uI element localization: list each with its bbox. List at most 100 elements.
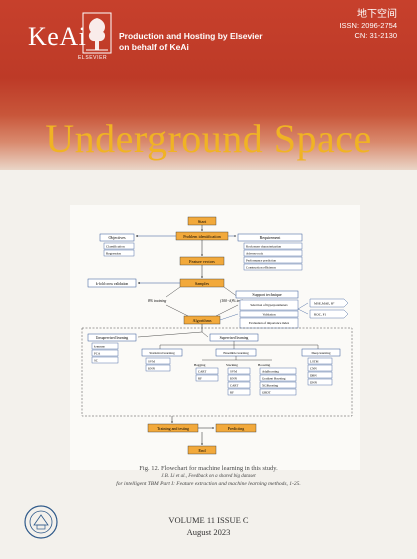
svg-text:KNN: KNN	[148, 367, 156, 371]
deep-item-1	[307, 364, 333, 372]
objectives-item-regression	[103, 249, 135, 257]
deep-item-3	[307, 378, 333, 386]
svg-text:RF: RF	[230, 391, 234, 395]
bagging-label: Bagging	[194, 363, 206, 367]
volume-info: VOLUME 11 ISSUE C August 2023	[0, 514, 417, 538]
svg-text:DBN: DBN	[310, 374, 317, 378]
deep-header	[301, 348, 341, 357]
svg-text:Objectives: Objectives	[108, 235, 126, 240]
svg-text:Classification: Classification	[106, 245, 125, 249]
svg-text:Deep learning: Deep learning	[311, 351, 330, 355]
issn-block: 地下空间 ISSN: 2096-2754 CN: 31-2130	[339, 8, 397, 41]
svg-text:k-means: k-means	[94, 345, 106, 349]
svg-text:Problem identification: Problem identification	[183, 234, 221, 239]
bagging-item-1	[195, 374, 219, 382]
svg-text:k-fold cross validation: k-fold cross validation	[96, 282, 129, 286]
svg-text:Training and testing: Training and testing	[157, 426, 189, 431]
publisher-statement: Production and Hosting by Elsevier on be…	[119, 31, 263, 52]
svg-text:Adverse rock: Adverse rock	[246, 252, 263, 256]
requirement-item-1	[243, 249, 303, 257]
objectives-item-classification	[103, 242, 135, 250]
stacking-label: Stacking	[226, 363, 238, 367]
title-band	[0, 78, 417, 170]
svg-text:Regression: Regression	[106, 252, 121, 256]
stat-item-1	[145, 364, 171, 372]
svg-text:CNN: CNN	[310, 367, 317, 371]
requirement-item-3	[243, 263, 303, 271]
svg-text:SVM: SVM	[148, 360, 155, 364]
svg-text:Construction efficiency: Construction efficiency	[246, 266, 276, 270]
figure-caption: Fig. 12. Flowchart for machine learning …	[0, 464, 417, 488]
deep-item-2	[307, 371, 333, 379]
flowchart-figure: Start Problem identification Objectives …	[70, 205, 360, 470]
svg-text:Gradient Boosting: Gradient Boosting	[262, 377, 286, 381]
svg-text:Samples: Samples	[195, 281, 210, 286]
svg-text:Evaluation of importance index: Evaluation of importance index	[249, 321, 290, 325]
svg-text:Selection of hyperparameters: Selection of hyperparameters	[250, 303, 288, 307]
svg-text:KNN: KNN	[230, 377, 238, 381]
svg-text:PCA: PCA	[94, 352, 101, 356]
date-line: August 2023	[186, 527, 231, 537]
svg-text:Rock mass characterization: Rock mass characterization	[246, 245, 281, 249]
support-item-0	[239, 299, 299, 311]
svg-text:Support technique: Support technique	[252, 292, 281, 297]
svg-text:Validation: Validation	[262, 313, 276, 317]
boosting-label: Boosting	[258, 363, 271, 367]
support-technique-header	[235, 290, 299, 299]
boosting-item-2	[259, 381, 297, 389]
unsupervised-header	[87, 333, 137, 342]
algorithms-container	[81, 327, 353, 417]
svg-text:ROC, F1: ROC, F1	[314, 313, 327, 318]
svg-text:GBDT: GBDT	[262, 391, 271, 395]
svg-text:AdaBoosting: AdaBoosting	[262, 370, 279, 374]
metrics-box-2	[309, 309, 349, 319]
caption-line-2: J.B. Li et al., Feedback on a shared big…	[161, 474, 256, 479]
svg-text:DNN: DNN	[310, 381, 318, 385]
svg-text:Algorithms: Algorithms	[192, 318, 211, 323]
svg-text:Performance prediction: Performance prediction	[246, 259, 276, 263]
stat-item-0	[145, 357, 171, 365]
issn: ISSN: 2096-2754	[339, 21, 397, 30]
svg-text:Feature vectors: Feature vectors	[189, 259, 215, 264]
svg-text:Ensemble learning: Ensemble learning	[223, 351, 249, 355]
svg-text:Predicting: Predicting	[228, 426, 244, 431]
cn-number: CN: 31-2130	[354, 31, 397, 40]
end-box	[187, 445, 217, 455]
stacking-item-1	[227, 374, 251, 382]
objectives-header	[99, 233, 135, 242]
boosting-item-0	[259, 367, 297, 375]
caption-line-3: for intelligent TBM Part I: Feature extr…	[116, 481, 301, 487]
journal-title: Underground Space	[45, 116, 372, 161]
end-label: End	[198, 448, 206, 453]
stacking-item-2	[227, 381, 251, 389]
boosting-item-3	[259, 388, 297, 396]
support-item-1	[239, 310, 299, 318]
metrics-box-1	[309, 298, 349, 308]
svg-text:LSTM: LSTM	[310, 360, 319, 364]
statistical-header	[141, 348, 183, 357]
chinese-title: 地下空间	[357, 9, 397, 20]
svg-text:XGBoosting: XGBoosting	[262, 384, 279, 388]
predicting-box	[215, 423, 257, 433]
caption-line-1: Fig. 12. Flowchart for machine learning …	[139, 465, 278, 472]
elsevier-wordmark: ELSEVIER	[78, 55, 108, 61]
deep-item-0	[307, 357, 333, 365]
unsup-item-0	[91, 342, 119, 350]
requirement-item-2	[243, 256, 303, 264]
requirement-item-0	[243, 242, 303, 250]
university-seal-icon	[24, 505, 58, 539]
volume-line: VOLUME 11 ISSUE C	[168, 515, 249, 525]
unsup-item-1	[91, 349, 119, 357]
stacking-item-0	[227, 367, 251, 375]
bagging-item-0	[195, 367, 219, 375]
kfold-box	[87, 278, 137, 288]
cover-header: KeAi ELSEVIER Production and Hosting by …	[0, 0, 417, 78]
keai-brand: KeAi	[28, 22, 87, 51]
svg-text:SC: SC	[94, 359, 98, 363]
stacking-item-3	[227, 388, 251, 396]
svg-text:Requirement: Requirement	[260, 235, 282, 240]
svg-text:SVM: SVM	[230, 370, 237, 374]
svg-text:CART: CART	[230, 384, 238, 388]
training-split-label: 8% training	[148, 299, 166, 303]
svg-text:Statistical learning: Statistical learning	[149, 351, 175, 355]
